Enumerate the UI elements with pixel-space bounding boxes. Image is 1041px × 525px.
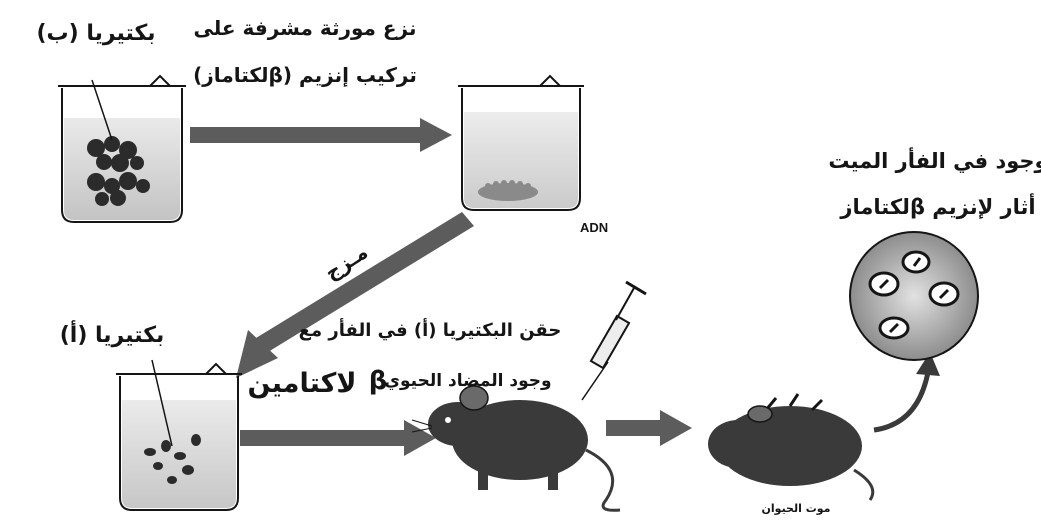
label-dead-mouse-found-line2: أثار لإنزيم βلكتاماز bbox=[839, 192, 1035, 219]
microscope-view bbox=[849, 231, 979, 361]
syringe-icon bbox=[581, 280, 647, 401]
beaker-dna bbox=[458, 74, 584, 211]
beaker-bacteria-a bbox=[116, 359, 242, 511]
beaker-bacteria-b bbox=[58, 74, 186, 223]
dead-mouse-icon bbox=[708, 393, 875, 501]
arrow-extract-gene bbox=[190, 118, 452, 152]
label-animal-death: موت الحيوان bbox=[762, 502, 831, 515]
label-inject-line1: حقن البكتيريا (أ) في الفأر مع bbox=[299, 318, 562, 341]
label-bacteria-a: بكتيريا (أ) bbox=[60, 319, 165, 348]
bacteria-cluster-a bbox=[144, 434, 201, 484]
label-bacteria-b: بكتيريا (ب) bbox=[36, 21, 155, 46]
live-mouse-icon bbox=[411, 385, 621, 512]
arrow-mix bbox=[236, 212, 474, 378]
dna-precipitate bbox=[478, 180, 538, 201]
bacteria-cluster-b bbox=[87, 136, 150, 206]
label-beta-symbol: β bbox=[369, 366, 388, 396]
label-lactamine: لاكتامين bbox=[247, 368, 356, 399]
label-extract-gene-line1: نزع مورثة مشرفة على bbox=[193, 16, 416, 40]
arrow-to-death bbox=[606, 410, 692, 446]
arrow-to-microscope bbox=[873, 352, 940, 433]
label-extract-gene-line2: تركيب إنزيم (βلكتاماز) bbox=[193, 63, 417, 87]
label-dead-mouse-found-line1: وجود في الفأر الميت bbox=[828, 146, 1041, 173]
label-inject-line2: وجود المضاد الحيوي bbox=[384, 371, 551, 391]
label-adn: ADN bbox=[580, 220, 608, 235]
label-inject-line2-group: وجود المضاد الحيوي β لاكتامين bbox=[247, 366, 551, 399]
arrow-inject bbox=[240, 420, 436, 456]
